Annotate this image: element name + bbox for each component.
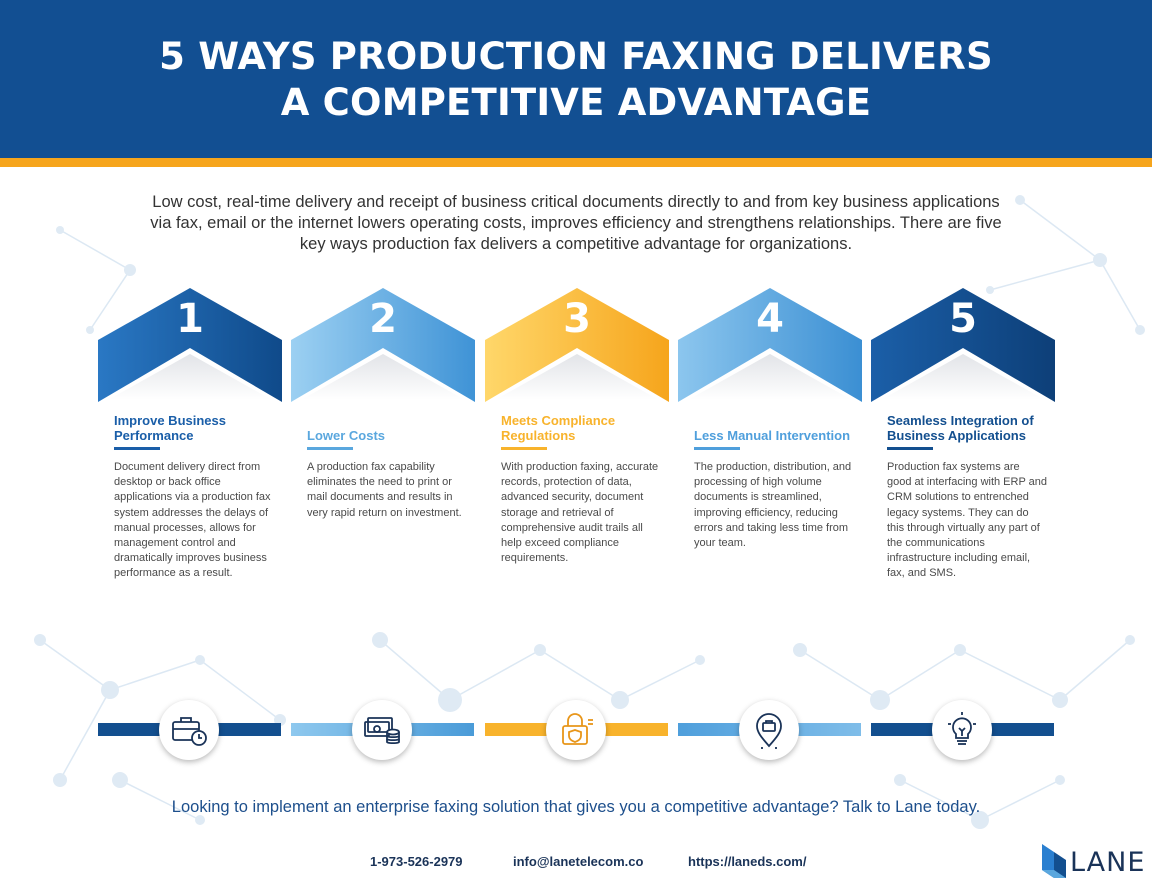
step-description: A production fax capability eliminates t… <box>307 461 462 519</box>
step-chevron <box>485 288 669 402</box>
step-chevron <box>98 288 282 402</box>
step-number: 3 <box>563 296 591 342</box>
step-title: Meets Compliance Regulations <box>501 413 616 443</box>
location-pin-briefcase-icon <box>739 700 799 760</box>
lane-logo: LANE <box>1040 842 1144 880</box>
step-number: 5 <box>949 296 977 342</box>
page-title: 5 WAYS PRODUCTION FAXING DELIVERS A COMP… <box>0 34 1152 126</box>
briefcase-clock-icon <box>159 700 219 760</box>
step-number: 2 <box>369 296 397 342</box>
header-accent-stripe <box>0 158 1152 167</box>
header-banner: 5 WAYS PRODUCTION FAXING DELIVERS A COMP… <box>0 0 1152 158</box>
step-title: Seamless Integration of Business Applica… <box>887 413 1034 443</box>
step-chevron <box>871 288 1055 402</box>
lightbulb-icon <box>932 700 992 760</box>
call-to-action: Looking to implement an enterprise faxin… <box>171 798 981 816</box>
step-title-underline <box>887 447 933 450</box>
step-title-underline <box>501 447 547 450</box>
step-title: Improve Business Performance <box>114 413 226 443</box>
step-number: 1 <box>176 296 204 342</box>
step-chevron <box>291 288 475 402</box>
step-title-underline <box>694 447 740 450</box>
lane-logo-text: LANE <box>1070 847 1146 878</box>
contact-email[interactable]: info@lanetelecom.co <box>513 854 644 869</box>
title-line-2: A COMPETITIVE ADVANTAGE <box>280 81 872 124</box>
step-chevron <box>678 288 862 402</box>
step-description: With production faxing, accurate records… <box>501 461 659 565</box>
step-description: Production fax systems are good at inter… <box>887 461 1048 580</box>
step-description: Document delivery direct from desktop or… <box>114 461 271 580</box>
contact-website[interactable]: https://laneds.com/ <box>688 854 807 869</box>
step-title: Lower Costs <box>307 428 386 443</box>
step-number: 4 <box>756 296 784 342</box>
step-description: The production, distribution, and proces… <box>694 461 852 550</box>
lane-logo-mark-icon <box>1042 844 1066 878</box>
money-coins-icon <box>352 700 412 760</box>
contact-phone[interactable]: 1-973-526-2979 <box>370 854 463 869</box>
step-title-underline <box>307 447 353 450</box>
step-title-underline <box>114 447 160 450</box>
title-line-1: 5 WAYS PRODUCTION FAXING DELIVERS <box>159 35 993 78</box>
step-title: Less Manual Intervention <box>694 428 851 443</box>
padlock-shield-icon <box>546 700 606 760</box>
intro-paragraph: Low cost, real-time delivery and receipt… <box>150 193 1002 253</box>
